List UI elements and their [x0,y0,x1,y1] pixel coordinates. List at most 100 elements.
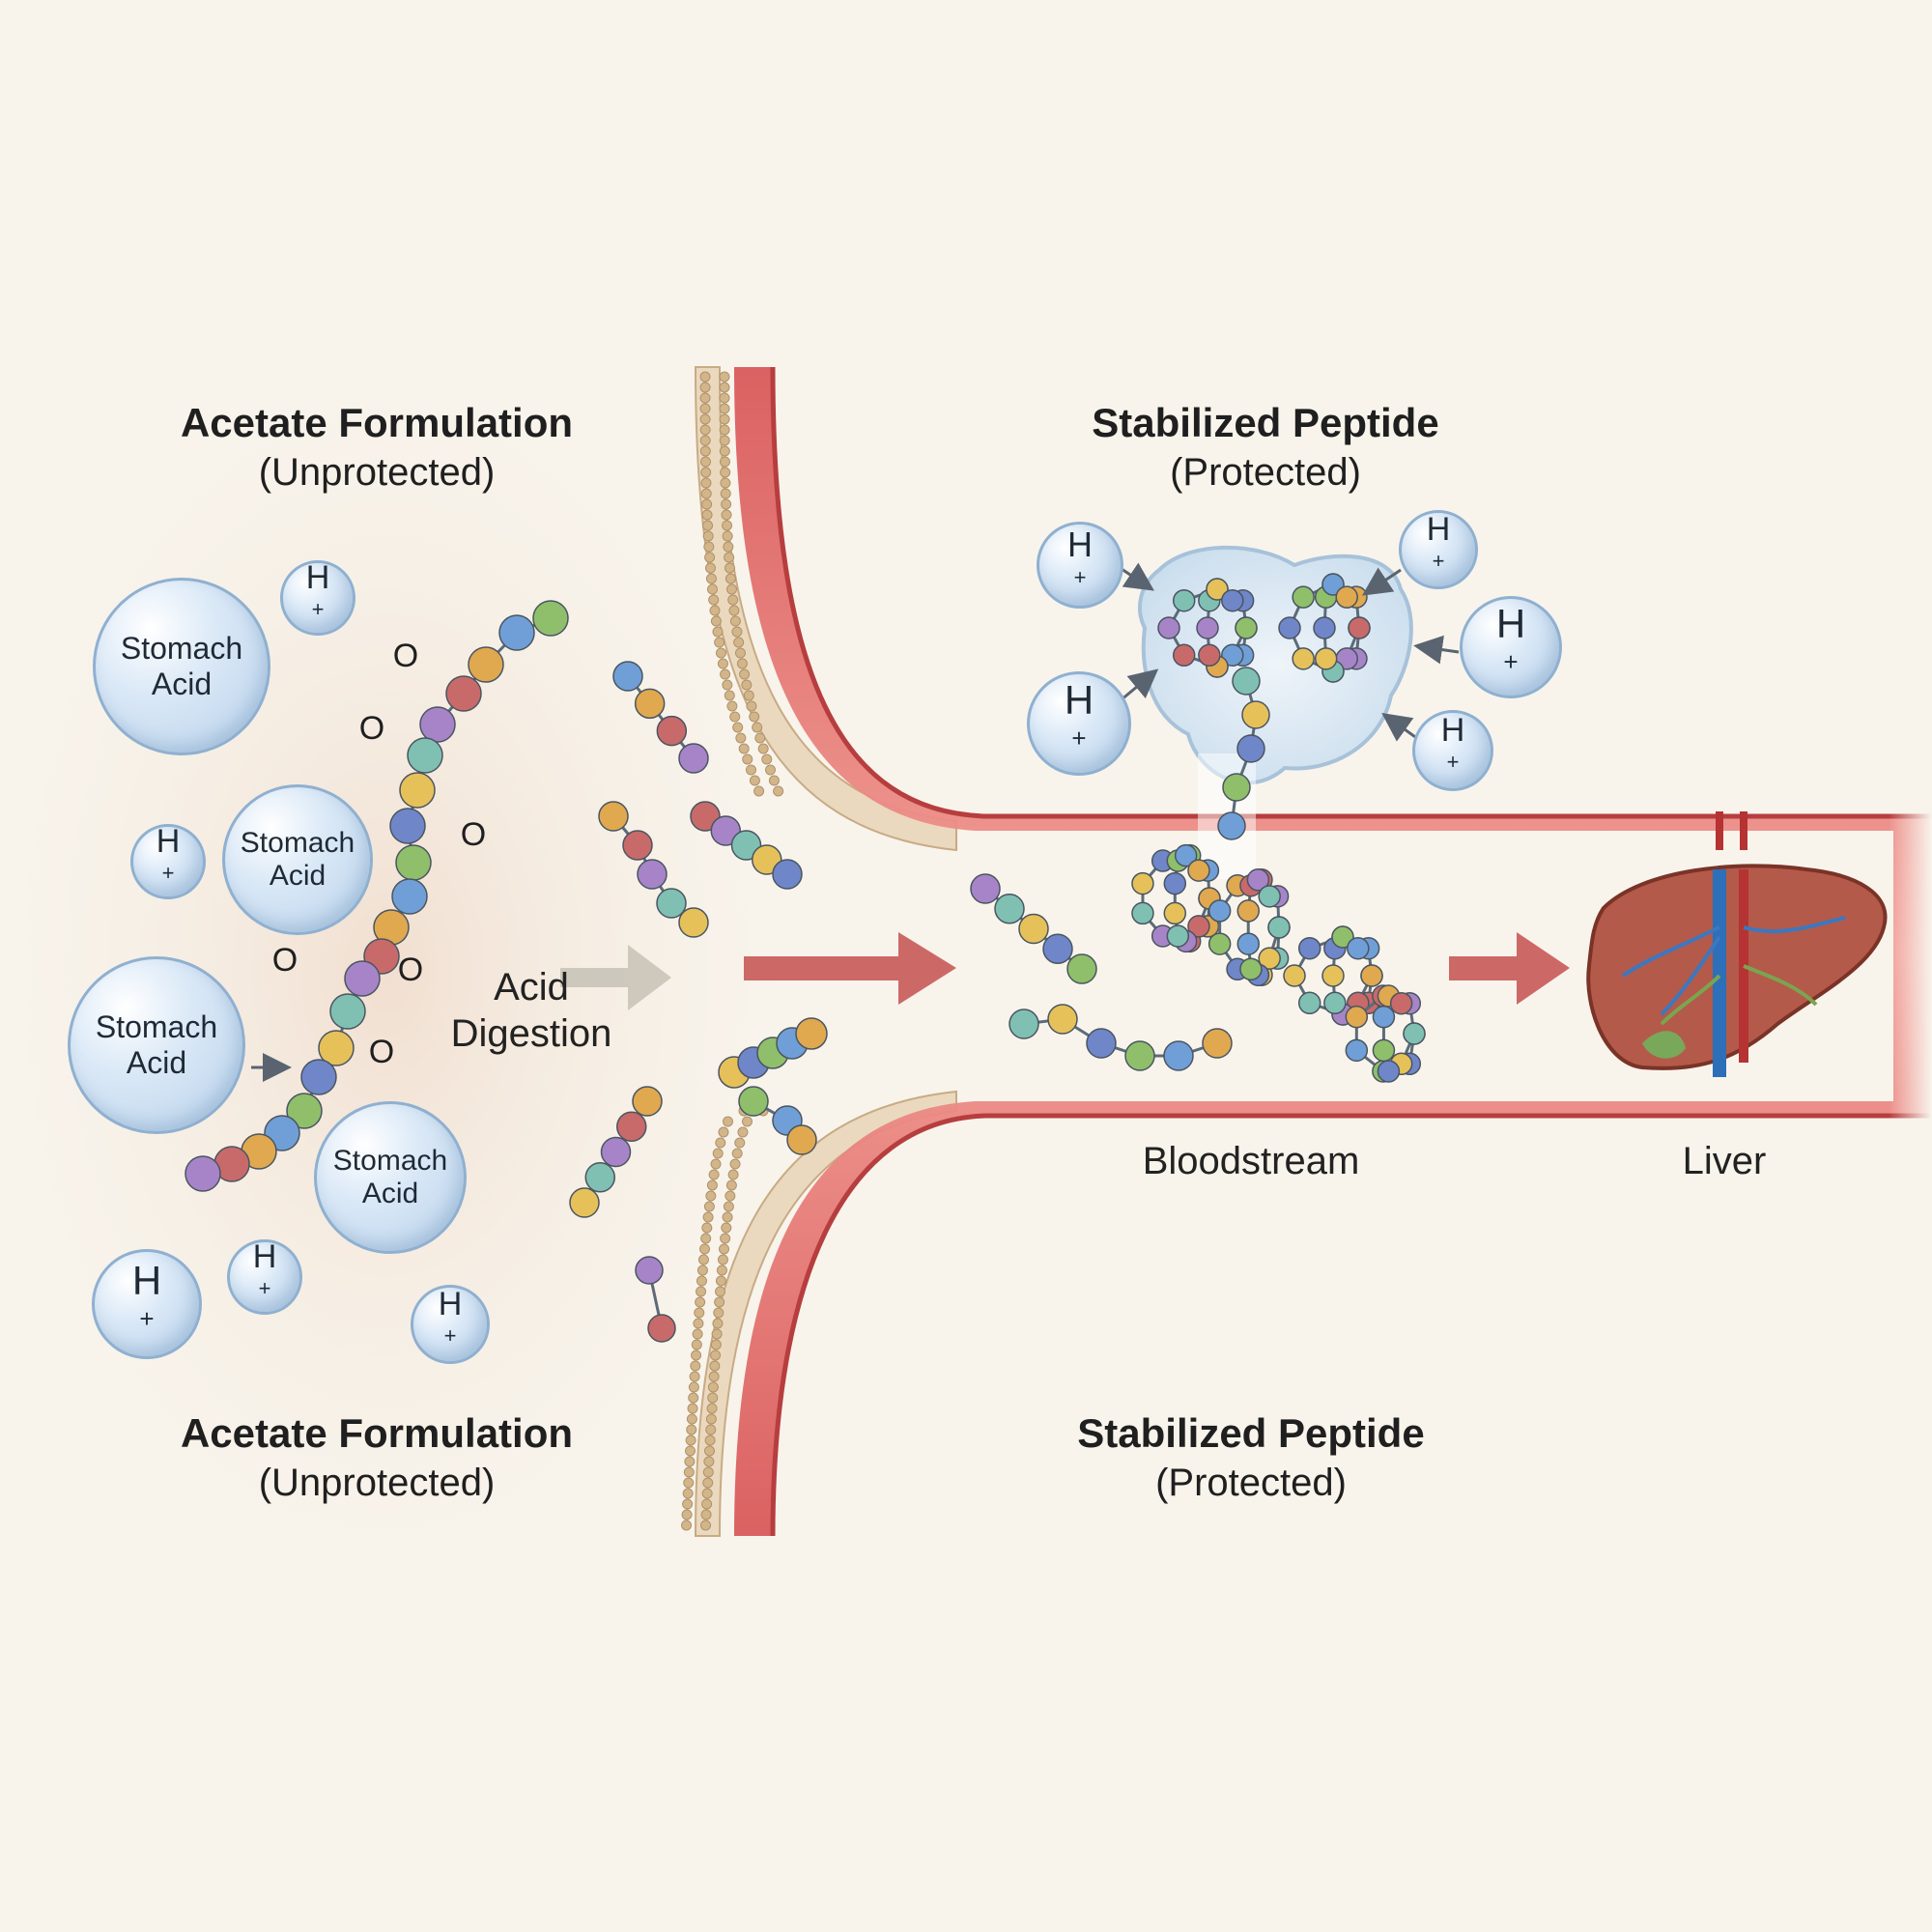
lipid-head [721,498,732,510]
amino-acid-bead [772,859,803,890]
amino-acid-bead [419,706,456,743]
lipid-head [734,647,746,659]
amino-acid-bead [1163,871,1187,895]
lipid-head [688,1381,699,1393]
lipid-head [707,1392,719,1404]
lipid-head [741,679,753,691]
amino-acid-bead [1208,932,1232,955]
lipid-head [702,1477,714,1489]
lipid-head [719,1243,730,1255]
lipid-head [720,488,731,499]
lipid-head [699,445,711,457]
amino-acid-bead [738,1086,769,1117]
lipid-head [739,668,751,680]
amino-acid-bead [1345,1038,1369,1063]
lipid-head [699,1243,711,1255]
lipid-head [684,1456,696,1467]
right-top-heading: Stabilized Peptide (Protected) [995,398,1536,497]
amino-acid-bead [1202,1028,1233,1059]
amino-acid-bead [1297,936,1321,960]
left-top-title: Acetate Formulation [180,400,574,445]
lipid-head [702,1466,714,1478]
lipid-head [719,456,730,468]
lipid-head [719,382,730,393]
lipid-head [692,1328,703,1340]
lipid-head [722,1211,733,1223]
lipid-head [714,1296,725,1308]
proton-bubble: H+ [1399,510,1478,589]
lipid-head [720,1233,731,1244]
carbonyl-mark: O [393,638,418,674]
lipid-head [708,594,720,606]
lipid-head [683,1477,695,1489]
lipid-head [693,1318,704,1329]
left-bottom-title: Acetate Formulation [180,1410,574,1456]
lipid-head [704,1435,716,1446]
flow-arrow-1 [744,932,956,1005]
left-top-heading: Acetate Formulation (Unprotected) [106,398,647,497]
amino-acid-bead [1196,616,1219,639]
amino-acid-bead [1174,843,1198,867]
amino-acid-bead [616,1111,647,1142]
lipid-head [696,1264,708,1276]
lipid-head [682,1498,694,1510]
bloodstream-label: Bloodstream [1142,1140,1360,1182]
lipid-head [712,626,724,638]
proton-bubble: H+ [130,823,206,899]
lipid-head [719,392,730,404]
lipid-head [716,1264,727,1276]
amino-acid-bead [399,772,436,809]
lipid-head [709,1360,721,1372]
lipid-head [719,403,730,414]
amino-acid-bead [1283,964,1306,987]
amino-acid-bead [1206,578,1229,601]
lipid-head [726,583,737,595]
lipid-head [749,775,760,786]
oxygen-letter: O [359,710,384,747]
lipid-head [704,552,716,563]
amino-acid-bead [970,873,1001,904]
lipid-head [724,573,736,584]
lipid-head [695,1296,706,1308]
lipid-head [705,573,717,584]
amino-acid-bead [1217,811,1246,840]
lipid-head [696,1275,707,1287]
amino-acid-bead [1292,647,1315,670]
lipid-head [727,1169,739,1180]
amino-acid-bead [498,614,535,651]
lipid-head [752,722,763,733]
carbonyl-mark: O [461,816,486,853]
lipid-head [721,1222,732,1234]
amino-acid-bead [678,743,709,774]
peptide-chain [185,600,569,1192]
flow-arrow-2 [1449,932,1570,1005]
lipid-head [705,1190,717,1202]
lipid-head [686,1424,697,1435]
amino-acid-bead [1297,991,1321,1015]
proton-bubble: H+ [227,1238,302,1315]
lipid-head [682,1488,694,1499]
lipid-head [696,1286,707,1297]
right-top-title: Stabilized Peptide [1092,400,1439,445]
lipid-head [743,690,754,701]
proton-bubble: H+ [411,1285,490,1364]
lipid-head [724,690,735,701]
peptide-chain [718,1017,828,1089]
lipid-head [737,1126,749,1138]
carbonyl-mark: O [359,710,384,747]
right-bottom-title: Stabilized Peptide [1077,1410,1425,1456]
proton-bubble: H+ [280,559,355,636]
lipid-head [746,700,757,712]
lipid-head [703,541,715,553]
amino-acid-bead [1331,925,1354,949]
amino-acid-bead [318,1030,355,1066]
lipid-head [699,403,711,414]
lipid-head [691,1350,702,1361]
lipid-head [773,785,784,797]
lipid-head [700,488,712,499]
amino-acid-bead [1066,953,1097,984]
lipid-head [722,679,733,691]
carbonyl-mark: O [398,952,423,988]
